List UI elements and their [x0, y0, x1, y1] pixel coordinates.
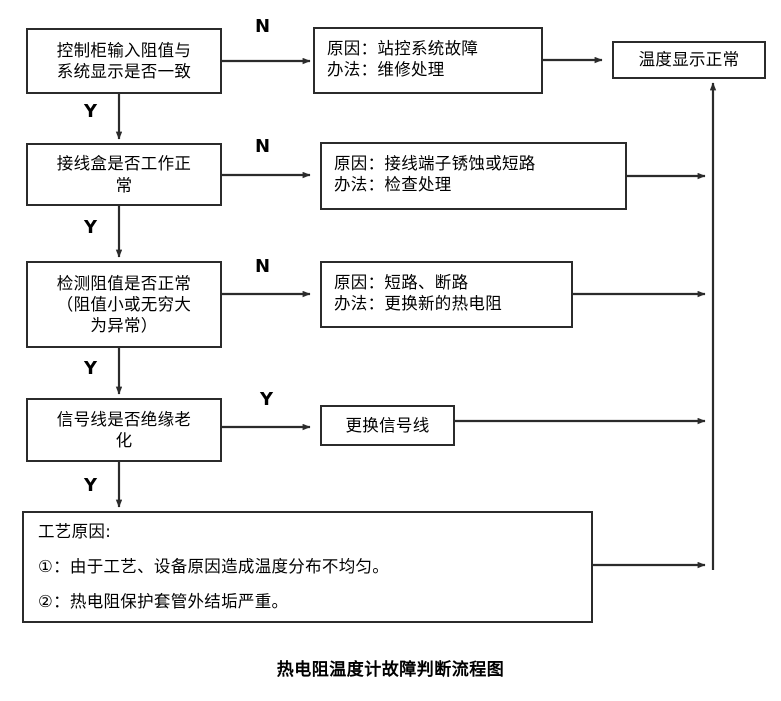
node-a2-terminal-corrosion-short[interactable]: 原因：接线端子锈蚀或短路 办法：检查处理: [320, 142, 627, 210]
node-q2-junction-box-check[interactable]: 接线盒是否工作正 常: [26, 143, 222, 206]
node-a1-station-control-fault[interactable]: 原因：站控系统故障 办法：维修处理: [313, 27, 543, 94]
node-q4-signal-line-insulation-check[interactable]: 信号线是否绝缘老 化: [26, 398, 222, 462]
node-q1-control-cabinet-check[interactable]: 控制柜输入阻值与 系统显示是否一致: [26, 28, 222, 94]
node-a3-label: 原因：短路、断路 办法：更换新的热电阻: [334, 273, 502, 314]
node-q2-label: 接线盒是否工作正 常: [56, 154, 192, 195]
node-q4-label: 信号线是否绝缘老 化: [56, 409, 192, 450]
edge-label-y4: Y: [260, 389, 274, 410]
diagram-caption: 热电阻温度计故障判断流程图: [276, 660, 505, 680]
node-a4-label: 更换信号线: [345, 415, 430, 435]
edge-label-y3: Y: [84, 358, 98, 379]
node-result-temperature-normal[interactable]: 温度显示正常: [612, 41, 766, 79]
node-q1-label: 控制柜输入阻值与 系统显示是否一致: [56, 40, 192, 81]
node-q3-label: 检测阻值是否正常 （阻值小或无穷大 为异常）: [56, 273, 192, 336]
edge-label-n2: N: [255, 136, 271, 157]
edge-label-y2: Y: [84, 217, 98, 238]
edge-label-n1: N: [255, 16, 271, 37]
node-a4-replace-signal-line[interactable]: 更换信号线: [320, 405, 455, 446]
node-result-label: 温度显示正常: [638, 50, 740, 70]
node-a2-label: 原因：接线端子锈蚀或短路 办法：检查处理: [334, 154, 536, 195]
node-q3-resistance-value-check[interactable]: 检测阻值是否正常 （阻值小或无穷大 为异常）: [26, 261, 222, 348]
edge-label-y1: Y: [84, 101, 98, 122]
node-a3-short-or-open-circuit[interactable]: 原因：短路、断路 办法：更换新的热电阻: [320, 261, 573, 328]
node-process-reasons[interactable]: 工艺原因: ①：由于工艺、设备原因造成温度分布不均匀。 ②：热电阻保护套管外结垢…: [22, 511, 593, 623]
process-reasons-title: 工艺原因:: [38, 522, 112, 541]
process-reasons-item-2: ②：热电阻保护套管外结垢严重。: [38, 591, 289, 611]
edge-label-n3: N: [255, 256, 271, 277]
edge-label-y5: Y: [84, 475, 98, 496]
node-a1-label: 原因：站控系统故障 办法：维修处理: [327, 39, 479, 80]
process-reasons-item-1: ①：由于工艺、设备原因造成温度分布不均匀。: [38, 556, 390, 576]
